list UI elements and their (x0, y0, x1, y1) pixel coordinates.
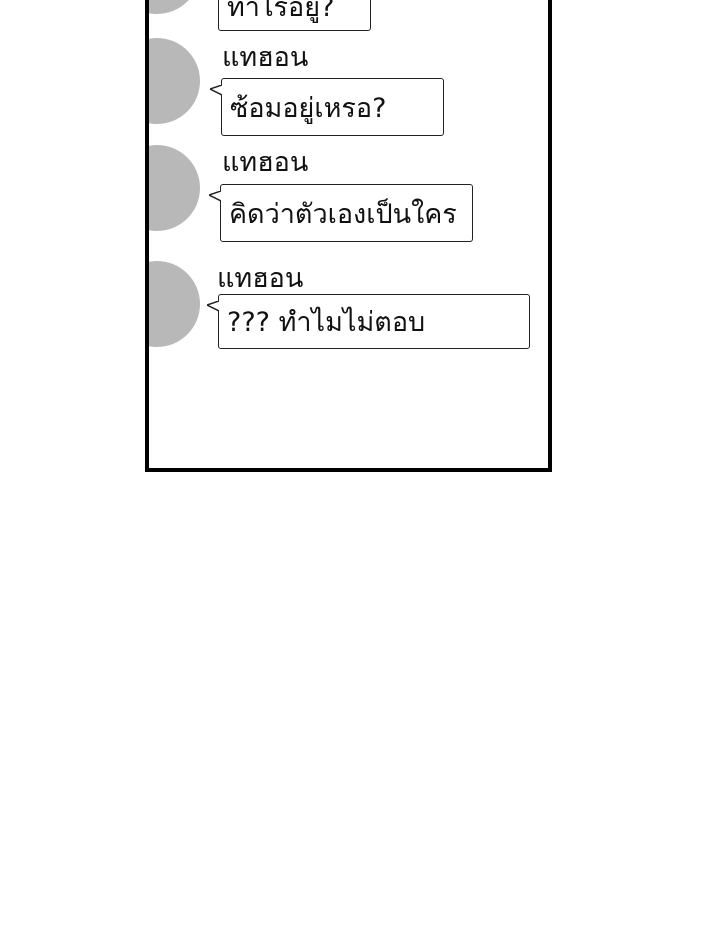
message-text: ทำไรอยู่? (227, 0, 335, 23)
message-text: คิดว่าตัวเองเป็นใคร (229, 198, 457, 230)
avatar (149, 145, 200, 231)
avatar (149, 38, 200, 124)
bubble-tail (210, 85, 222, 96)
bubble-tail (207, 301, 219, 312)
sender-name: แทฮอน (217, 263, 304, 294)
message-text: ??? ทำไมไม่ตอบ (227, 307, 426, 338)
message-bubble: ทำไรอยู่? (218, 0, 371, 31)
chat-panel: ทำไรอยู่? แทฮอน ซ้อมอยู่เหรอ? แทฮอน คิดว… (145, 0, 552, 472)
message-bubble: ??? ทำไมไม่ตอบ (207, 294, 530, 349)
bubble-tail (209, 191, 221, 202)
message-bubble: คิดว่าตัวเองเป็นใคร (209, 184, 473, 242)
sender-name: แทฮอน (222, 42, 309, 73)
avatar (149, 0, 200, 14)
sender-name: แทฮอน (222, 147, 309, 178)
message-text: ซ้อมอยู่เหรอ? (230, 92, 387, 124)
avatar (149, 261, 200, 347)
message-bubble: ซ้อมอยู่เหรอ? (210, 78, 444, 136)
